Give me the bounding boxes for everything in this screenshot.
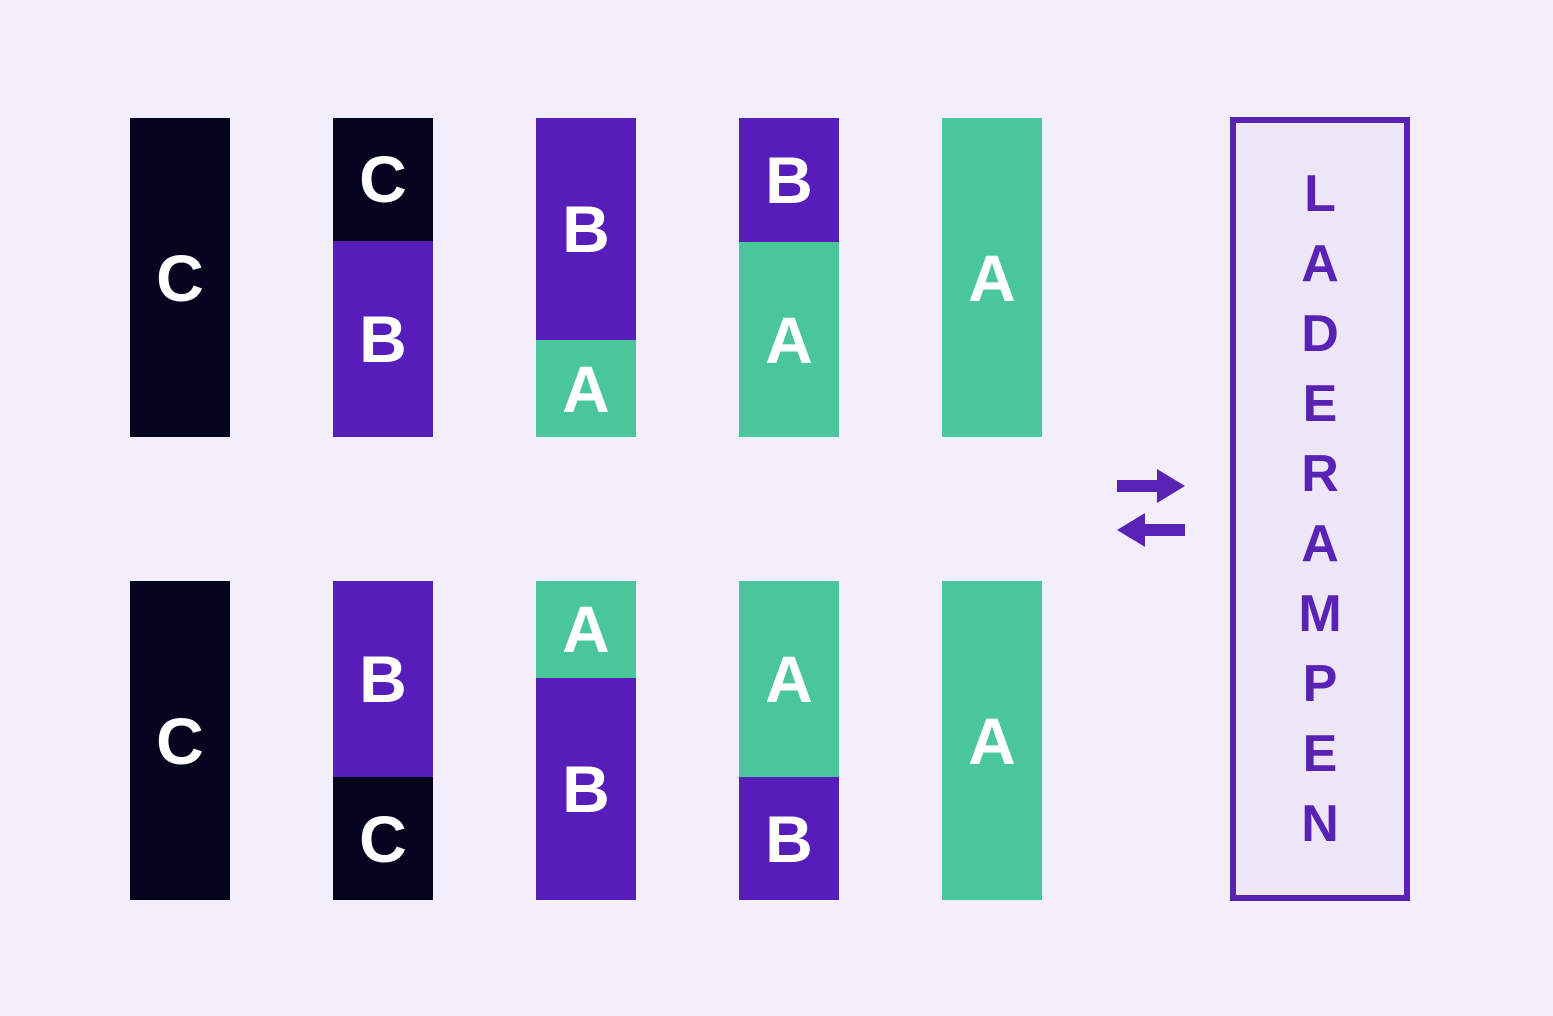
- cargo-bar-top-1: C: [130, 118, 230, 437]
- segment-label: A: [765, 642, 813, 717]
- arrow-right-icon: [1117, 469, 1185, 503]
- segment-label: C: [359, 801, 407, 876]
- bar-segment-c: C: [130, 581, 230, 900]
- bar-segment-a: A: [942, 118, 1042, 437]
- vertical-letter: A: [1301, 515, 1339, 573]
- segment-label: A: [765, 302, 813, 377]
- bar-segment-a: A: [942, 581, 1042, 900]
- bar-segment-a: A: [739, 242, 839, 437]
- bar-segment-b: B: [333, 581, 433, 778]
- cargo-bar-top-5: A: [942, 118, 1042, 437]
- segment-label: A: [968, 240, 1016, 315]
- bar-segment-b: B: [333, 240, 433, 437]
- vertical-letter: E: [1302, 375, 1338, 433]
- bar-segment-b: B: [536, 677, 636, 900]
- segment-label: B: [562, 192, 610, 266]
- vertical-letter: R: [1301, 445, 1339, 503]
- cargo-bar-bottom-1: C: [130, 581, 230, 900]
- vertical-letter: A: [1301, 235, 1339, 293]
- vertical-letter: E: [1302, 725, 1338, 783]
- segment-label: B: [359, 642, 407, 717]
- vertical-letter: N: [1301, 795, 1339, 853]
- vertical-letter: L: [1304, 165, 1336, 223]
- segment-label: C: [156, 240, 204, 315]
- bar-segment-a: A: [739, 581, 839, 778]
- segment-label: A: [968, 703, 1016, 778]
- bar-segment-a: A: [536, 581, 636, 678]
- bar-segment-c: C: [333, 118, 433, 241]
- bar-segment-b: B: [739, 777, 839, 900]
- segment-label: C: [156, 703, 204, 778]
- cargo-bar-bottom-5: A: [942, 581, 1042, 900]
- segment-label: A: [562, 592, 610, 667]
- vertical-letter: M: [1298, 585, 1342, 643]
- arrow-left-icon: [1117, 513, 1185, 547]
- bar-segment-c: C: [130, 118, 230, 437]
- segment-label: B: [359, 301, 407, 376]
- segment-label: A: [562, 351, 610, 426]
- bar-segment-c: C: [333, 777, 433, 900]
- bar-segment-b: B: [739, 118, 839, 243]
- bar-segment-a: A: [536, 340, 636, 437]
- bar-segment-b: B: [536, 118, 636, 341]
- segment-label: B: [765, 143, 813, 218]
- vertical-letter: P: [1302, 655, 1338, 713]
- segment-label: B: [765, 801, 813, 876]
- segment-label: C: [359, 142, 407, 217]
- vertical-letter: D: [1301, 305, 1339, 363]
- segment-label: B: [562, 751, 610, 826]
- exchange-arrows: [1117, 468, 1185, 548]
